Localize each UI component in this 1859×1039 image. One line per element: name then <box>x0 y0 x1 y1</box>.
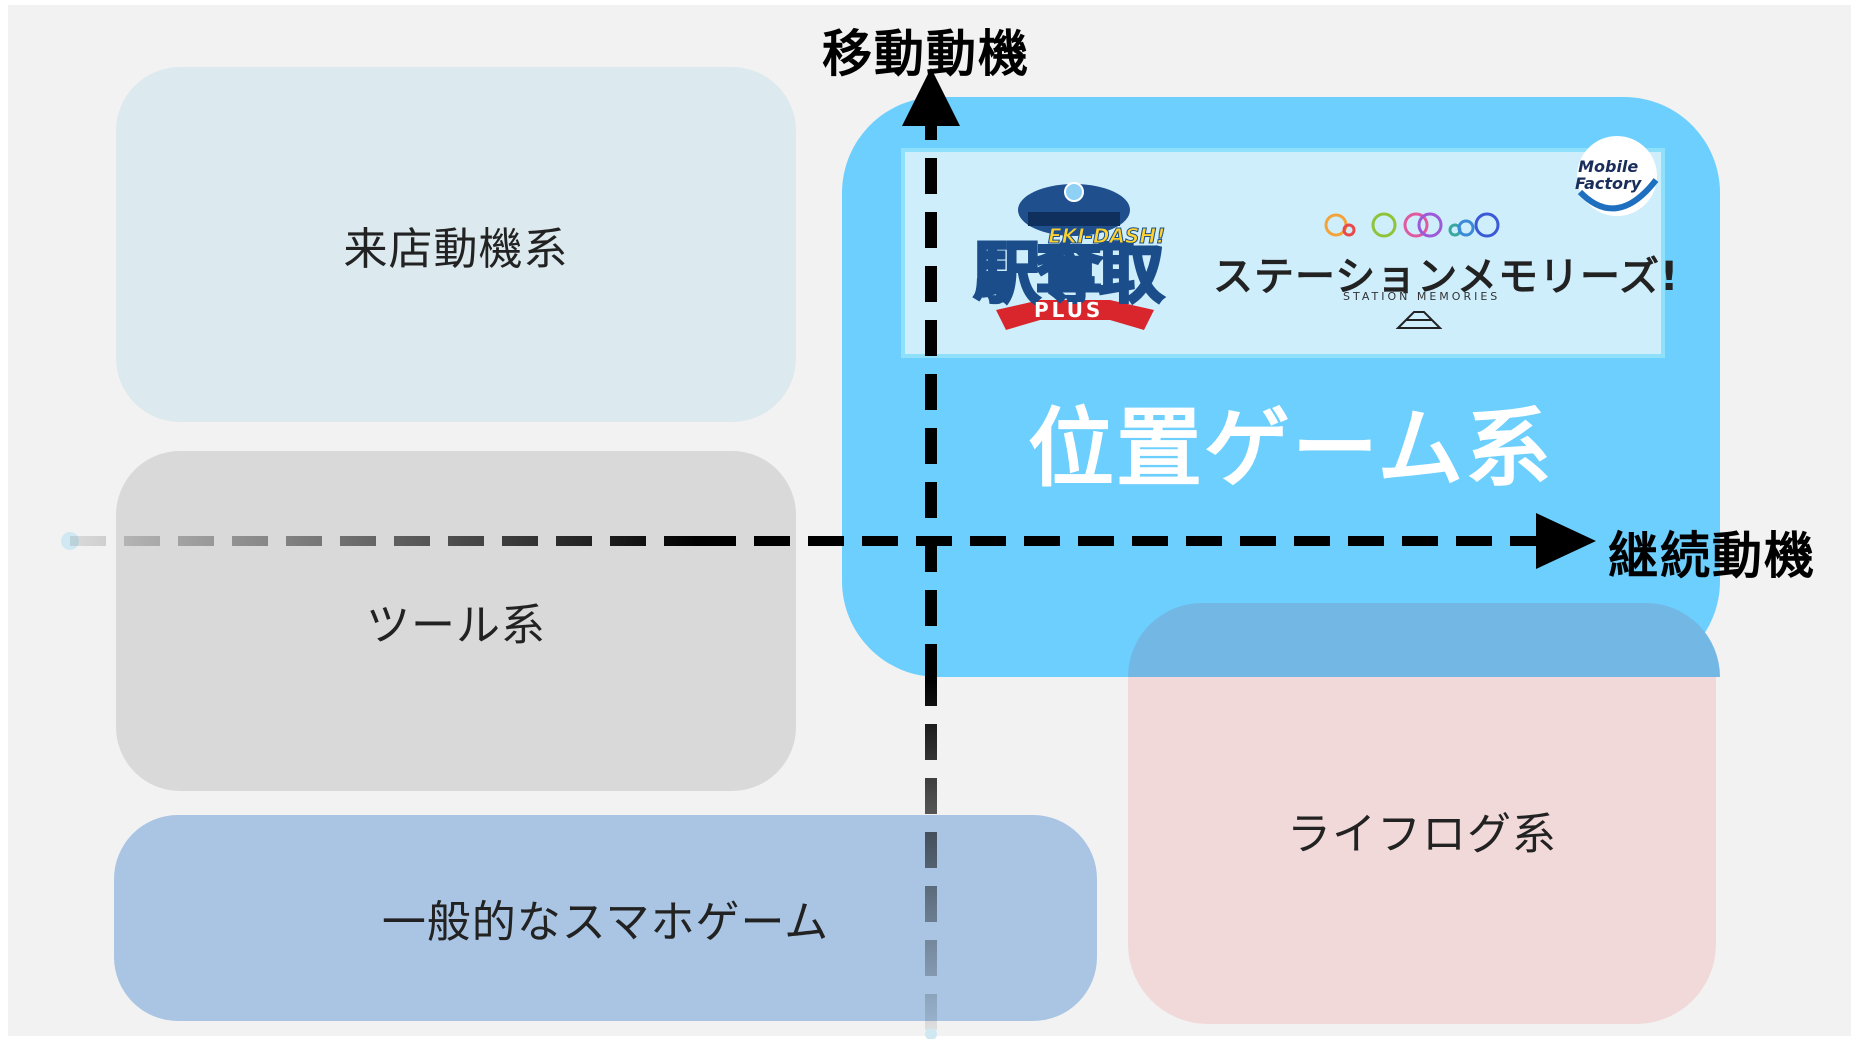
eki-dash-plus: PLUS <box>1034 298 1104 322</box>
eki-dash-tag: EKI-DASH! <box>1047 224 1166 249</box>
category-raiten-box: 来店動機系 <box>116 67 796 422</box>
lifelog-overlap-region <box>1128 603 1720 677</box>
station-memories-subtitle: STATION MEMORIES <box>1343 290 1501 303</box>
category-location-game-label: 位置ゲーム系 <box>1028 399 1554 499</box>
x-axis <box>61 513 1596 569</box>
station-memories-title: ステーションメモリーズ! <box>1213 254 1680 300</box>
eki-dash-title: 駅奪取 <box>973 234 1166 314</box>
y-axis <box>902 68 960 1039</box>
y-axis-label: 移動動機 <box>822 25 1030 83</box>
category-tool-label: ツール系 <box>366 600 546 651</box>
category-lifelog-label: ライフログ系 <box>1287 809 1557 860</box>
category-tool-box: ツール系 <box>116 451 796 791</box>
category-general-game-label: 一般的なスマホゲーム <box>381 897 830 948</box>
x-axis-label: 継続動機 <box>1608 527 1816 585</box>
category-raiten-label: 来店動機系 <box>343 223 569 275</box>
